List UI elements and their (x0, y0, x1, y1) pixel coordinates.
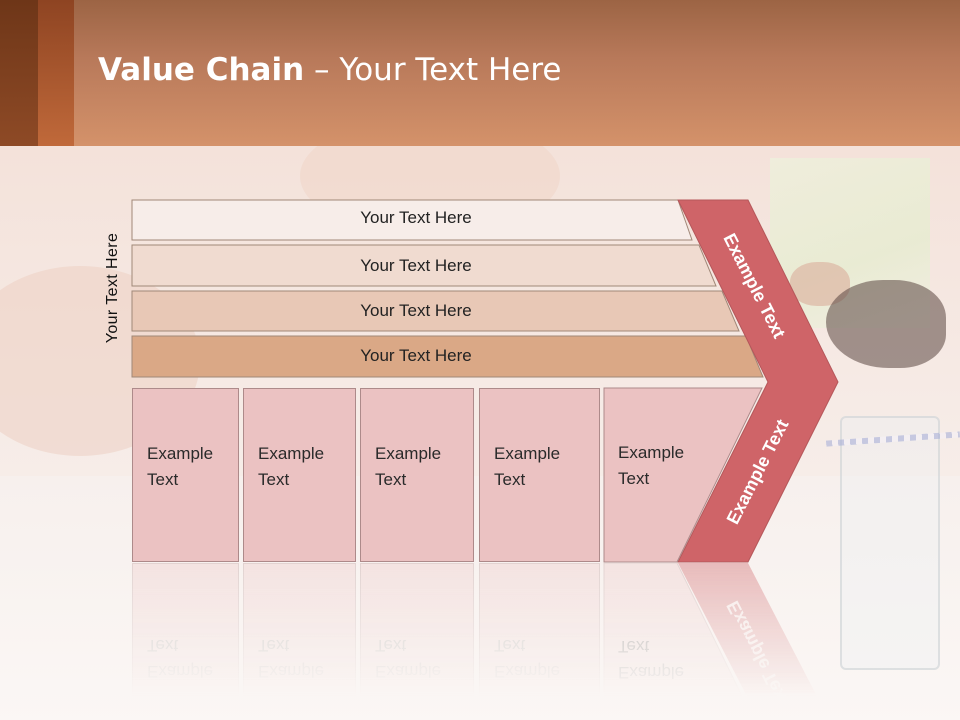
activity-box-4[interactable]: Example Text (479, 388, 600, 562)
photo-hair (826, 280, 946, 368)
activity-box-text: Example Text (618, 443, 685, 488)
row-label-1: Your Text Here (360, 208, 472, 227)
activity-box-text: Example Text (375, 444, 442, 489)
activity-box-2[interactable]: Example Text (243, 388, 356, 562)
row-label-2: Your Text Here (360, 256, 472, 275)
activity-box-text: Example Text (258, 444, 325, 489)
title-bar: Value Chain – Your Text Here (0, 0, 960, 146)
reflection-chevron (678, 563, 838, 720)
activity-box-text: Example Text (494, 444, 561, 489)
diagram-reflection: Example Text Example Text Example Text E… (0, 563, 960, 720)
row-bar-1[interactable] (131, 199, 693, 241)
row-label-3: Your Text Here (360, 301, 472, 320)
slide-title-bold: Value Chain (98, 52, 305, 88)
activity-box-5[interactable] (603, 387, 763, 563)
row-bar-3[interactable] (131, 290, 740, 332)
activity-box-3[interactable]: Example Text (360, 388, 474, 562)
row-bar-4[interactable] (131, 335, 764, 378)
reflection-shapes (603, 563, 838, 720)
header-accent-mid (38, 0, 74, 146)
slide-title-rest: – Your Text Here (304, 52, 562, 88)
photo-glass (840, 416, 940, 670)
reflection-box-5 (603, 563, 763, 720)
slide-title[interactable]: Value Chain – Your Text Here (98, 52, 561, 88)
header-accent-dark (0, 0, 38, 146)
reflection-box-text: Example Text (618, 637, 685, 682)
row-label-4: Your Text Here (360, 346, 472, 365)
activity-box-text: Example Text (147, 444, 214, 489)
row-bar-2[interactable] (131, 244, 717, 287)
chevron-arrow[interactable] (677, 199, 839, 563)
activity-box-1[interactable]: Example Text (132, 388, 239, 562)
